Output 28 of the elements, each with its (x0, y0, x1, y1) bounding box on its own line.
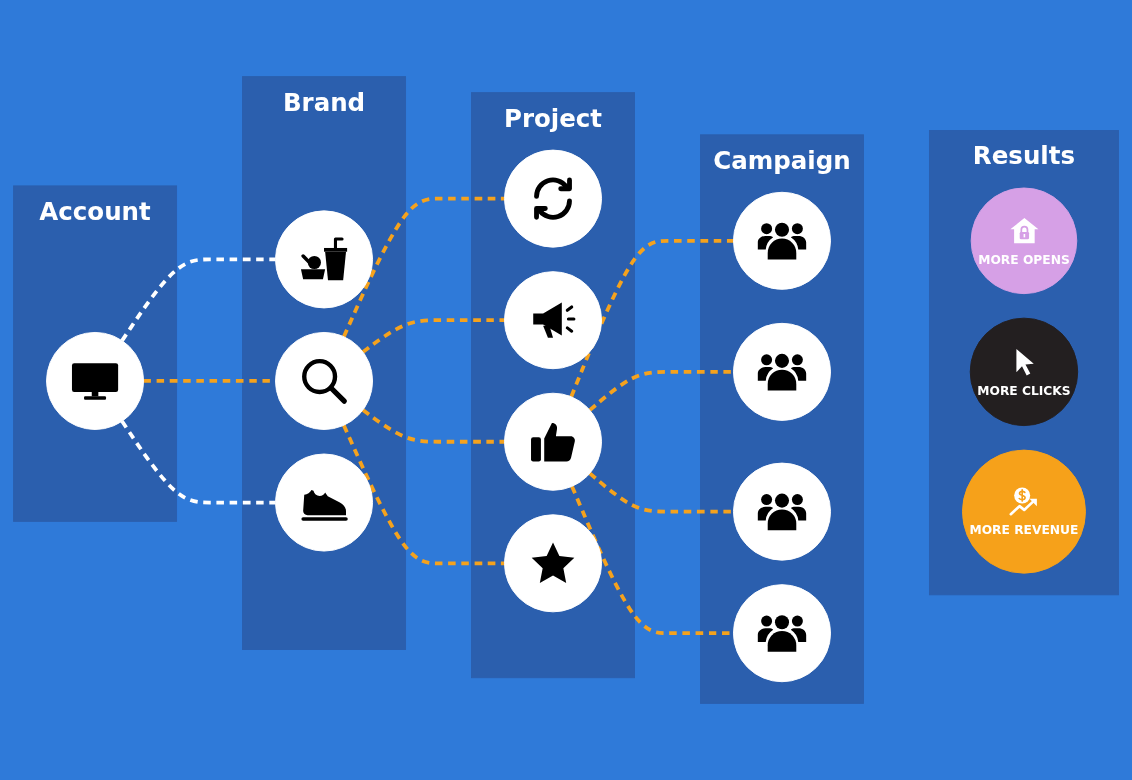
cluster: Campaign (700, 134, 864, 704)
connector (342, 424, 505, 566)
node-circle (504, 514, 602, 613)
node-circle: MORE OPENS (970, 187, 1078, 295)
node-circle (733, 322, 831, 421)
connector (569, 238, 734, 398)
node-circle: MORE CLICKS (969, 317, 1079, 427)
node-circle: MORE REVENUE (962, 449, 1086, 574)
node-circle (733, 584, 831, 683)
node-circle (504, 392, 602, 491)
connector (361, 408, 505, 444)
connector (361, 318, 505, 354)
node-circle (733, 191, 831, 290)
connector (342, 196, 505, 338)
connector (588, 370, 734, 412)
connector (120, 257, 276, 342)
node-circle (275, 453, 374, 552)
node-circle (504, 271, 602, 370)
cluster: Project (471, 92, 635, 679)
cluster: Account (13, 185, 178, 522)
cluster: Brand (242, 76, 406, 650)
node-circle (733, 462, 831, 561)
node-circle (275, 210, 374, 309)
node-circle (275, 331, 374, 430)
connector (120, 420, 276, 505)
node-circle (46, 331, 145, 430)
node-circle (504, 149, 602, 248)
connector (588, 471, 734, 514)
